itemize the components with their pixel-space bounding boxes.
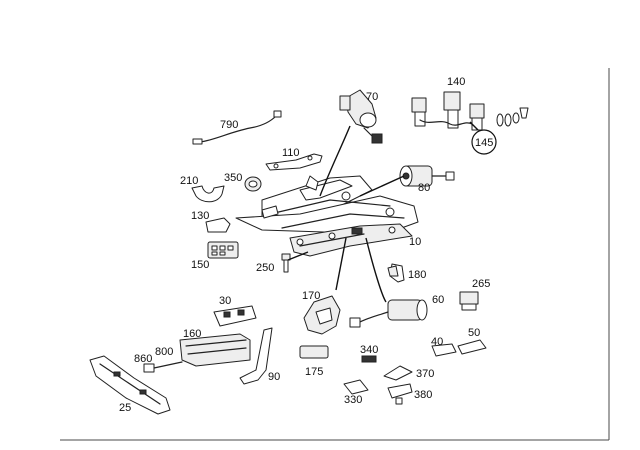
label-160: 160 (183, 328, 201, 340)
part-30-frame[interactable] (213, 305, 257, 327)
label-40: 40 (431, 336, 443, 348)
label-145: 145 (475, 137, 493, 149)
part-860-connector[interactable] (143, 363, 155, 373)
label-370: 370 (416, 368, 434, 380)
part-265-switch[interactable] (459, 291, 479, 311)
label-50: 50 (468, 327, 480, 339)
part-180-bracket[interactable] (387, 263, 405, 283)
label-790: 790 (220, 119, 238, 131)
part-140-switch-group[interactable] (411, 91, 529, 131)
leader-250 (287, 251, 309, 261)
label-170: 170 (302, 290, 320, 302)
part-370-lever[interactable] (383, 365, 413, 381)
callout-145-circle (471, 129, 497, 155)
label-60: 60 (432, 294, 444, 306)
part-10-seat-frame[interactable] (235, 175, 419, 257)
label-330: 330 (344, 394, 362, 406)
part-330-bracket[interactable] (343, 379, 369, 395)
label-30: 30 (219, 295, 231, 307)
label-380: 380 (414, 389, 432, 401)
leader-80 (359, 175, 405, 197)
part-50-cover[interactable] (457, 339, 487, 355)
part-160-control-unit[interactable] (179, 333, 251, 367)
part-175-cover[interactable] (299, 345, 329, 359)
label-90: 90 (268, 371, 280, 383)
label-210: 210 (180, 175, 198, 187)
label-350: 350 (224, 172, 242, 184)
label-180: 180 (408, 269, 426, 281)
label-800: 800 (155, 346, 173, 358)
part-40-cover[interactable] (431, 343, 457, 357)
part-800-cable[interactable] (153, 361, 183, 369)
part-90-rail[interactable] (239, 327, 273, 385)
label-130: 130 (191, 210, 209, 222)
label-265: 265 (472, 278, 490, 290)
part-350-grommet[interactable] (244, 176, 262, 192)
part-250-bolt[interactable] (281, 253, 291, 273)
part-70-motor[interactable] (339, 89, 383, 144)
label-150: 150 (191, 259, 209, 271)
part-130-cap[interactable] (205, 217, 231, 233)
leader-145 (469, 121, 479, 131)
part-25-seat-rail[interactable] (89, 355, 171, 415)
part-380-bracket[interactable] (387, 383, 413, 405)
leader-10-b (365, 237, 387, 303)
label-70: 70 (366, 91, 378, 103)
label-860: 860 (134, 353, 152, 365)
part-60-motor[interactable] (349, 299, 428, 328)
label-250: 250 (256, 262, 274, 274)
part-170-cover[interactable] (303, 295, 341, 335)
leader-70 (319, 125, 351, 197)
label-110: 110 (282, 147, 300, 159)
label-340: 340 (360, 344, 378, 356)
label-10: 10 (409, 236, 421, 248)
part-150-switch-block[interactable] (207, 241, 239, 259)
label-140: 140 (447, 76, 465, 88)
part-110-bracket[interactable] (265, 153, 323, 171)
part-790-cable[interactable] (192, 110, 282, 145)
part-210-clip[interactable] (191, 185, 225, 203)
label-80: 80 (418, 182, 430, 194)
label-175: 175 (305, 366, 323, 378)
label-25: 25 (119, 402, 131, 414)
leader-10-a (335, 237, 347, 291)
part-340-clip[interactable] (361, 355, 377, 363)
